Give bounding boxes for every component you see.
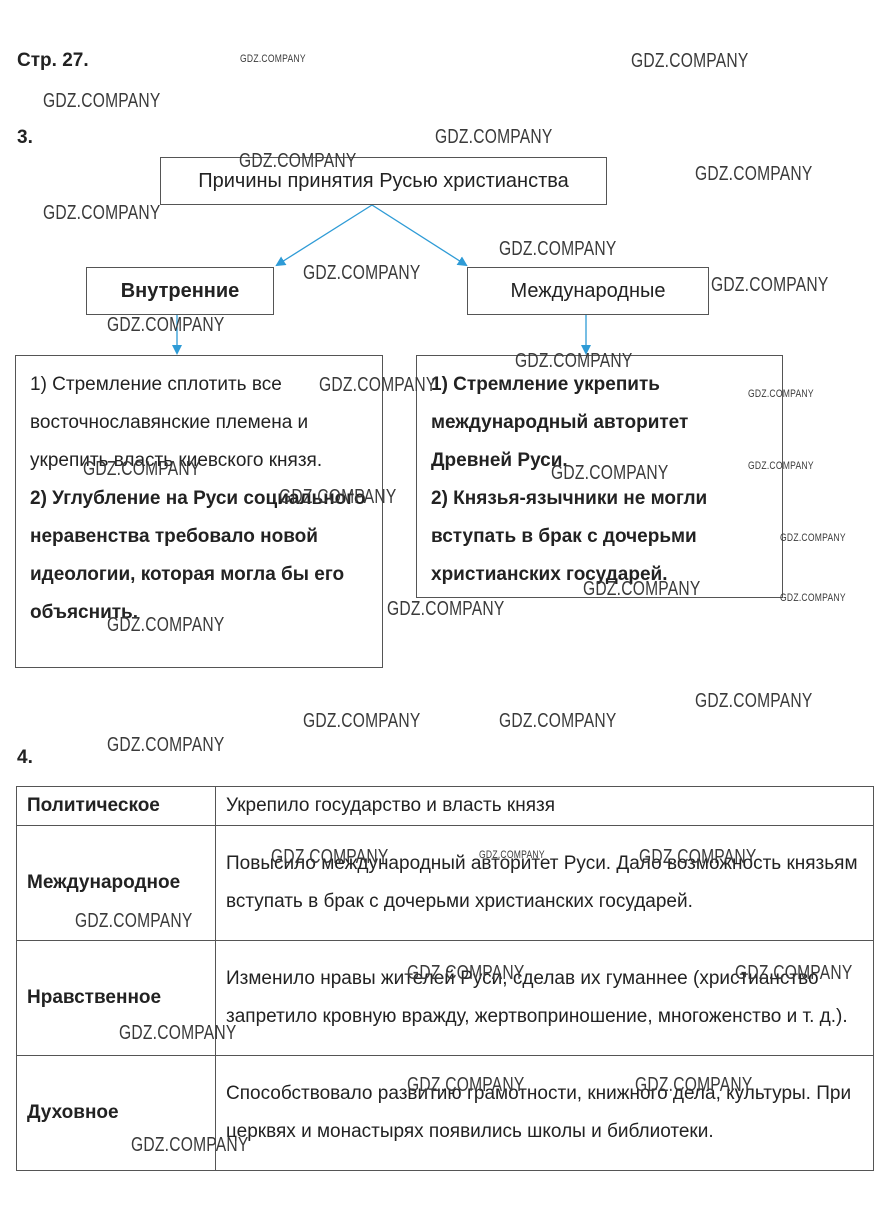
task-4-number: 4.	[17, 747, 33, 768]
internal-cause-2: 2) Углубление на Руси социального нераве…	[30, 488, 366, 623]
watermark: GDZ.COMPANY	[303, 262, 421, 284]
watermark: GDZ.COMPANY	[583, 578, 701, 600]
page-number: Стр. 27.	[17, 50, 89, 71]
watermark: GDZ.COMPANY	[131, 1134, 249, 1156]
row-head-political: Политическое	[16, 786, 216, 826]
watermark: GDZ.COMPANY	[303, 710, 421, 732]
table-row: Духовное Способствовало развитию грамотн…	[16, 1055, 874, 1171]
watermark: GDZ.COMPANY	[319, 374, 437, 396]
watermark: GDZ.COMPANY	[119, 1022, 237, 1044]
row-text-spiritual: Способствовало развитию грамотности, кни…	[215, 1055, 874, 1171]
watermark: GDZ.COMPANY	[240, 53, 306, 65]
international-causes-list: 1) Стремление укрепить международный авт…	[416, 355, 783, 598]
watermark: GDZ.COMPANY	[75, 910, 193, 932]
watermark: GDZ.COMPANY	[407, 1074, 525, 1096]
watermark: GDZ.COMPANY	[479, 849, 545, 861]
arrow-root-to-internal	[275, 204, 373, 267]
watermark: GDZ.COMPANY	[748, 388, 814, 400]
watermark: GDZ.COMPANY	[631, 50, 749, 72]
watermark: GDZ.COMPANY	[271, 846, 389, 868]
watermark: GDZ.COMPANY	[780, 532, 846, 544]
watermark: GDZ.COMPANY	[43, 202, 161, 224]
internal-causes-box: Внутренние	[86, 267, 274, 315]
international-causes-box: Международные	[467, 267, 709, 315]
row-text-international: Повысило международный авторитет Руси. Д…	[215, 825, 874, 941]
watermark: GDZ.COMPANY	[499, 710, 617, 732]
watermark: GDZ.COMPANY	[695, 690, 813, 712]
internal-causes-title: Внутренние	[120, 279, 240, 302]
christianization-effects-table: Политическое Укрепило государство и влас…	[16, 786, 874, 1171]
table-row: Международное Повысило международный авт…	[16, 825, 874, 941]
row-head-international: Международное	[16, 825, 216, 941]
watermark: GDZ.COMPANY	[83, 458, 201, 480]
watermark: GDZ.COMPANY	[780, 592, 846, 604]
watermark: GDZ.COMPANY	[107, 314, 225, 336]
causes-root-title: Причины принятия Русью христианства	[198, 169, 569, 192]
international-cause-2: 2) Князья-язычники не могли вступать в б…	[431, 488, 708, 585]
watermark: GDZ.COMPANY	[748, 460, 814, 472]
row-text-political: Укрепило государство и власть князя	[215, 786, 874, 826]
watermark: GDZ.COMPANY	[695, 163, 813, 185]
watermark: GDZ.COMPANY	[279, 486, 397, 508]
watermark: GDZ.COMPANY	[639, 846, 757, 868]
table-row: Политическое Укрепило государство и влас…	[16, 786, 874, 826]
arrow-root-to-international	[371, 204, 468, 267]
table-row: Нравственное Изменило нравы жителей Руси…	[16, 940, 874, 1056]
watermark: GDZ.COMPANY	[43, 90, 161, 112]
watermark: GDZ.COMPANY	[711, 274, 829, 296]
watermark: GDZ.COMPANY	[239, 150, 357, 172]
causes-root-box: Причины принятия Русью христианства	[160, 157, 607, 205]
row-head-spiritual: Духовное	[16, 1055, 216, 1171]
row-head-moral: Нравственное	[16, 940, 216, 1056]
international-cause-1: 1) Стремление укрепить международный авт…	[431, 374, 689, 471]
watermark: GDZ.COMPANY	[107, 734, 225, 756]
watermark: GDZ.COMPANY	[635, 1074, 753, 1096]
watermark: GDZ.COMPANY	[107, 614, 225, 636]
watermark: GDZ.COMPANY	[387, 598, 505, 620]
internal-causes-list: 1) Стремление сплотить все восточнославя…	[15, 355, 383, 668]
watermark: GDZ.COMPANY	[435, 126, 553, 148]
watermark: GDZ.COMPANY	[551, 462, 669, 484]
watermark: GDZ.COMPANY	[735, 962, 853, 984]
internal-cause-1: 1) Стремление сплотить все восточнославя…	[30, 374, 323, 471]
watermark: GDZ.COMPANY	[499, 238, 617, 260]
watermark: GDZ.COMPANY	[515, 350, 633, 372]
watermark: GDZ.COMPANY	[407, 962, 525, 984]
row-text-moral: Изменило нравы жителей Руси, сделав их г…	[215, 940, 874, 1056]
task-3-number: 3.	[17, 127, 33, 148]
international-causes-title: Международные	[510, 279, 666, 302]
